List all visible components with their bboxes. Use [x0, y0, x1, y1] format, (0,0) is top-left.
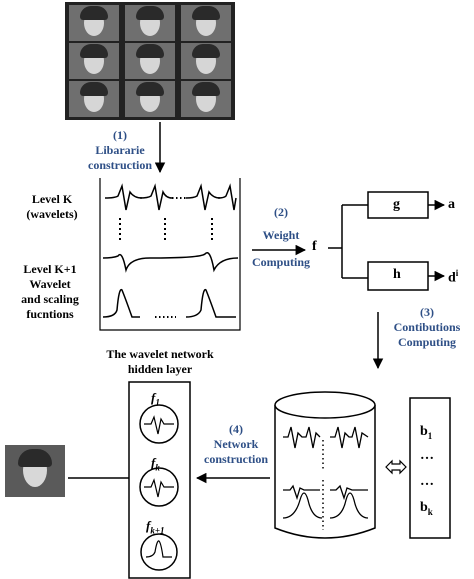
level-k1-line1: Level K+1 — [23, 262, 77, 276]
step-3-number: (3) — [420, 305, 434, 319]
node-d-base: d — [448, 270, 456, 286]
b1-base: b — [420, 424, 428, 439]
face-image — [181, 5, 231, 41]
db-wavelet-1 — [283, 426, 321, 449]
neuron-k1-scaling — [145, 540, 172, 558]
step-1-line2: construction — [88, 158, 152, 172]
face-image — [69, 81, 119, 117]
step-4-line2: construction — [204, 452, 268, 466]
neuron-1-label: f1 — [151, 390, 160, 411]
step-3-line1: Contibutions — [393, 320, 461, 334]
wavelet-k-2 — [139, 183, 173, 211]
neuron-k-sub: k — [155, 462, 160, 473]
step-1-number: (1) — [113, 128, 127, 142]
db-scaling-1 — [282, 492, 323, 519]
face-image — [181, 81, 231, 117]
bk-base: b — [420, 500, 428, 515]
b-vector-b1: b1 — [420, 424, 432, 444]
wavelet-k-3 — [185, 183, 221, 211]
db-scaling-2 — [329, 492, 369, 519]
level-k1-line3: and scaling — [21, 292, 79, 306]
level-k1-label: Level K+1 Wavelet and scaling fucntions — [8, 262, 92, 322]
neuron-k1-base: f — [146, 518, 151, 533]
double-arrow-icon — [385, 459, 407, 475]
node-a: a — [448, 197, 455, 212]
step-4-number: (4) — [229, 422, 243, 436]
face-image — [69, 43, 119, 79]
wavelet-k1-2 — [149, 252, 239, 273]
neuron-1-wavelet — [144, 415, 174, 435]
step-1-line1: Libararie — [95, 143, 145, 157]
hidden-layer-title: The wavelet network hidden layer — [80, 347, 240, 377]
step-4-label: (4) Network construction — [196, 422, 276, 467]
face-image — [125, 5, 175, 41]
neuron-1 — [139, 404, 179, 444]
level-k-label: Level K (wavelets) — [12, 192, 92, 222]
database-top — [274, 391, 376, 419]
level-k1-line2: Wavelet — [29, 277, 71, 291]
node-g: g — [393, 197, 400, 212]
neuron-k-wavelet — [144, 478, 174, 498]
face-image — [125, 43, 175, 79]
b-vector-dots-2: … — [420, 474, 434, 489]
step-4-line1: Network — [213, 437, 259, 451]
db-wavelet-4 — [330, 484, 368, 501]
wavelet-k-4 — [217, 183, 237, 211]
step-2-label: (2) Weight Computing — [246, 205, 316, 270]
b-vector-box — [409, 397, 451, 539]
node-h: h — [393, 267, 401, 282]
level-k-line2: (wavelets) — [26, 207, 78, 221]
node-d: di — [448, 266, 458, 286]
neuron-k1-sub: k+1 — [150, 525, 165, 536]
node-d-sup: i — [455, 268, 459, 278]
wavelet-k1-1 — [102, 253, 151, 273]
neuron-k — [139, 467, 179, 507]
level-k1-line4: fucntions — [26, 307, 74, 321]
node-f: f — [312, 239, 317, 254]
wavelet-library-box — [99, 178, 241, 331]
neuron-k-base: f — [151, 455, 156, 470]
scaling-1 — [102, 288, 140, 318]
hidden-layer-title-line1: The wavelet network — [106, 347, 214, 361]
b-vector-bk: bk — [420, 500, 433, 520]
step-2-line2: Computing — [251, 255, 310, 269]
neuron-k-label: fk — [151, 455, 160, 476]
step-1-label: (1) Libararie construction — [80, 128, 160, 173]
step-2-number: (2) — [274, 205, 288, 219]
scaling-2 — [185, 288, 236, 318]
step-3-line2: Computing — [397, 335, 456, 349]
face-image — [181, 43, 231, 79]
output-face-image — [5, 445, 65, 497]
neuron-k1 — [140, 533, 178, 571]
hidden-layer-title-line2: hidden layer — [127, 362, 193, 376]
b1-sub: 1 — [427, 430, 433, 441]
face-library-grid — [65, 2, 235, 120]
neuron-1-base: f — [151, 390, 156, 405]
neuron-1-sub: 1 — [155, 397, 160, 408]
face-image — [69, 5, 119, 41]
db-wavelet-3 — [283, 484, 320, 501]
face-image — [125, 81, 175, 117]
step-2-line1: Weight — [262, 228, 300, 242]
level-k-line1: Level K — [31, 192, 73, 206]
neuron-k1-label: fk+1 — [146, 518, 164, 539]
b-vector-dots-1: … — [420, 448, 434, 463]
bk-sub: k — [427, 506, 433, 517]
database-cylinder — [274, 405, 376, 539]
db-wavelet-2 — [330, 426, 369, 449]
step-3-label: (3) Contibutions Computing — [382, 305, 472, 350]
wavelet-k-1 — [104, 183, 143, 211]
